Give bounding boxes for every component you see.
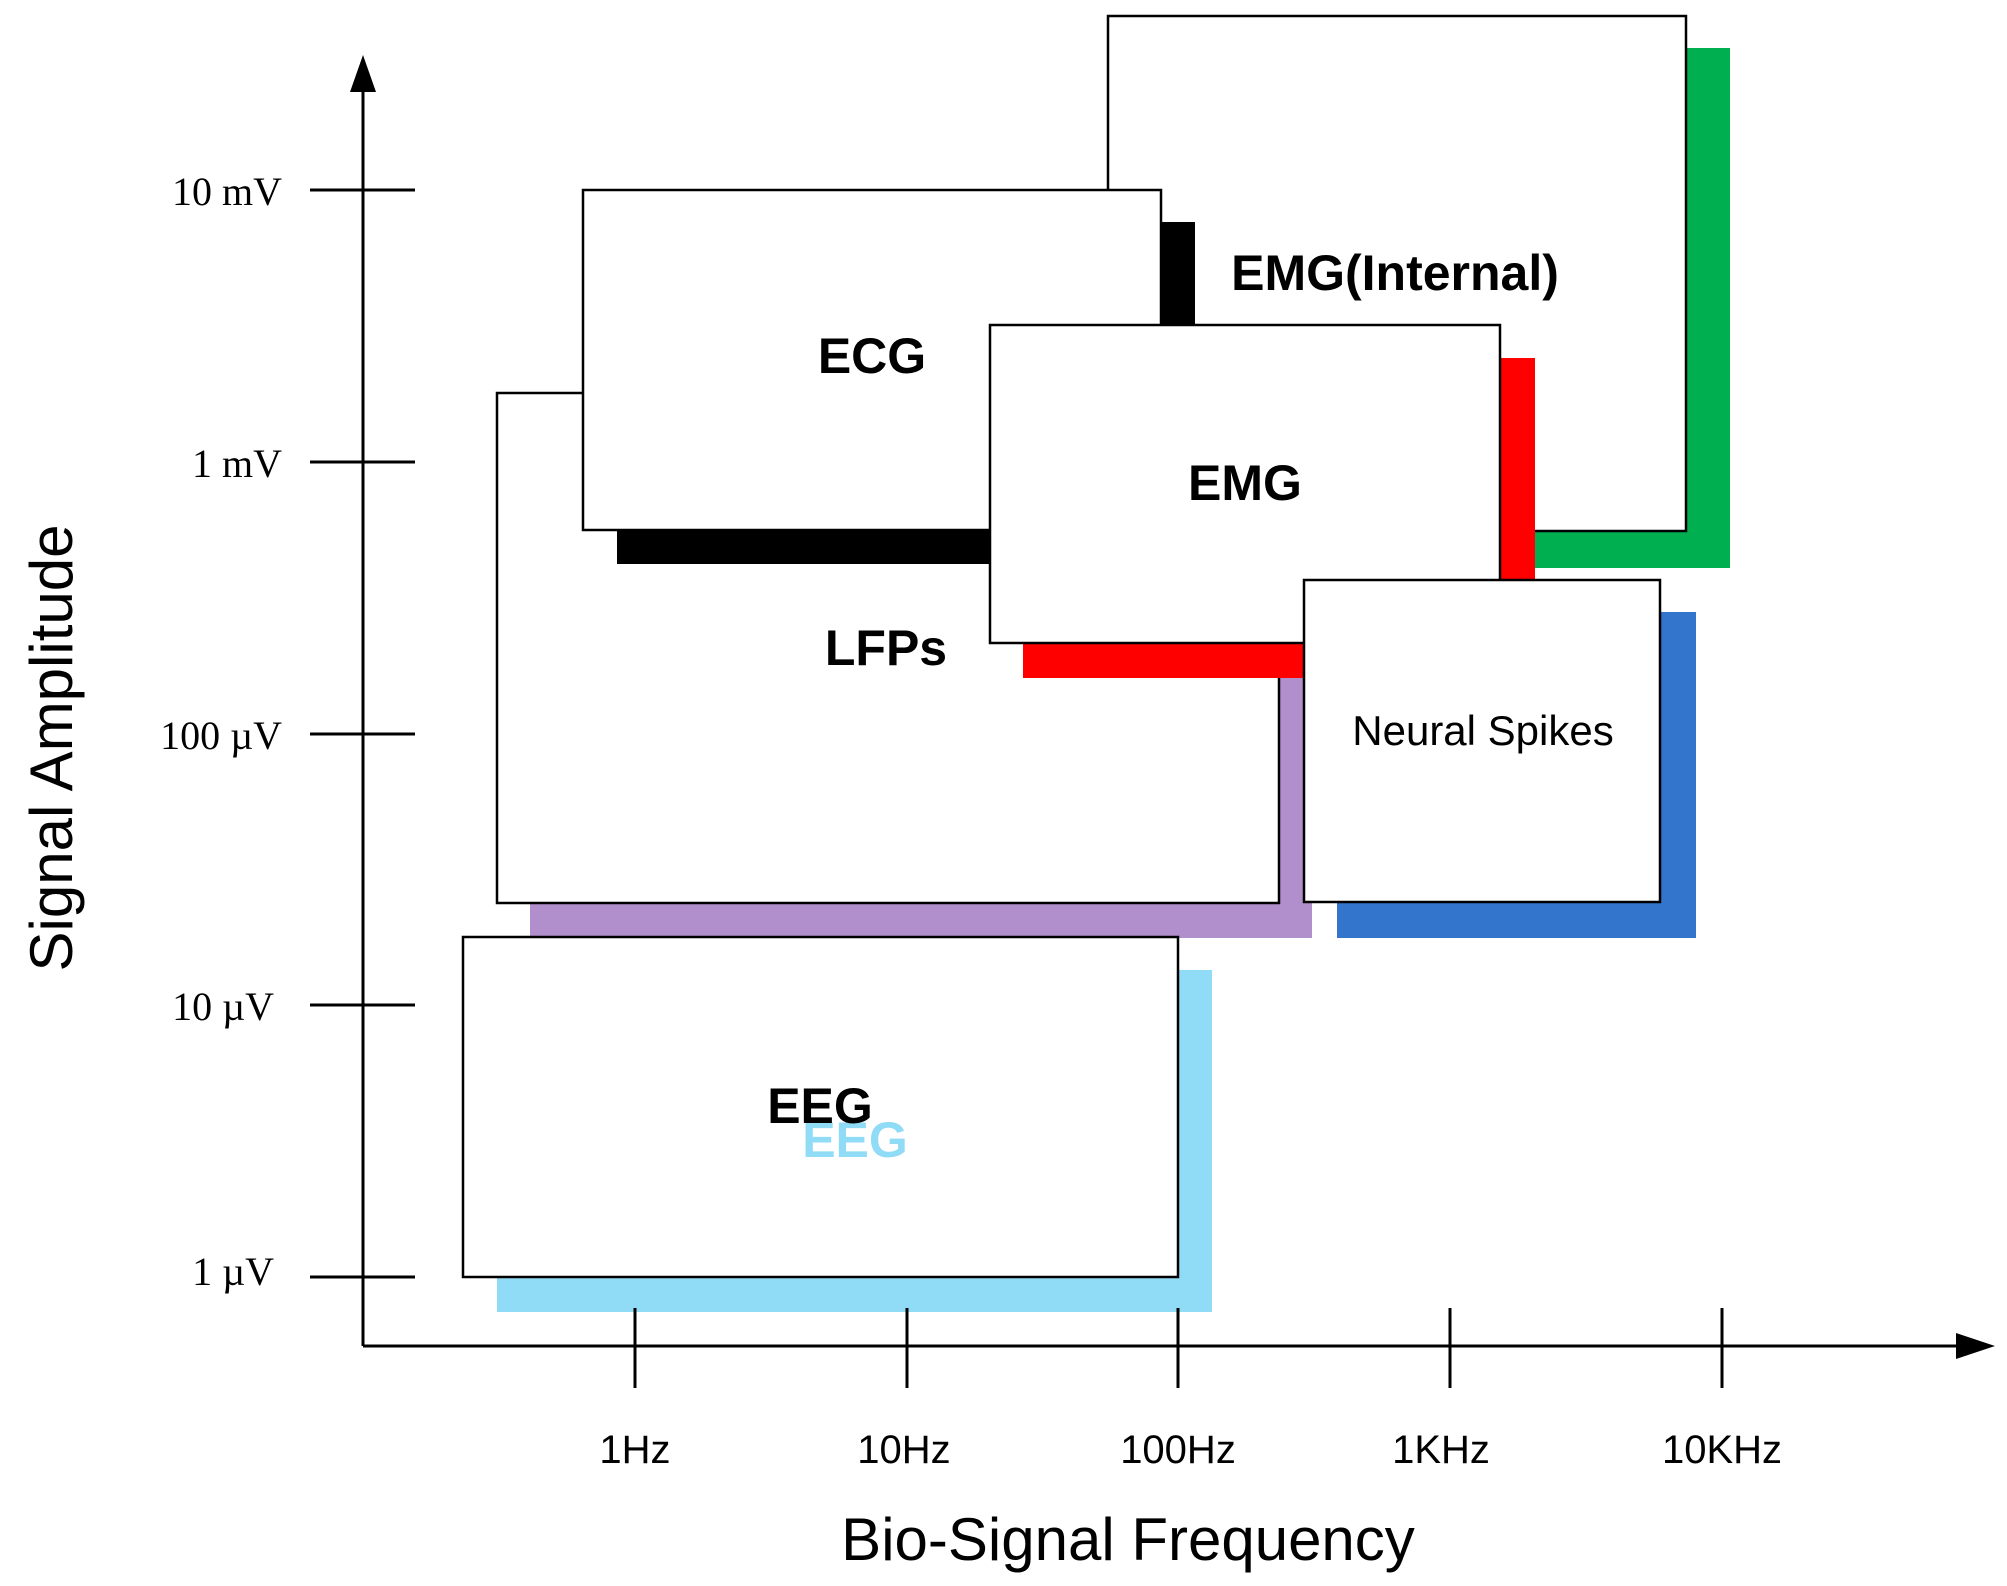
region-neural-spikes: Neural Spikes <box>1302 578 1696 938</box>
region-eeg: EEG EEG <box>461 935 1212 1312</box>
neural-spikes-label: Neural Spikes <box>1352 707 1613 754</box>
eeg-box <box>461 935 1180 1279</box>
eeg-label: EEG <box>767 1078 873 1134</box>
x-axis-arrowhead <box>1956 1333 1995 1359</box>
x-tick-label: 1Hz <box>599 1428 670 1472</box>
x-tick-label: 10KHz <box>1662 1428 1782 1472</box>
eeg-echo-label: EEG <box>802 1112 908 1168</box>
neural-spikes-box <box>1302 578 1662 904</box>
ecg-label: ECG <box>818 328 926 384</box>
x-ticks: 1Hz 10Hz 100Hz 1KHz 10KHz <box>599 1308 1782 1472</box>
y-tick-label: 1 mV <box>192 441 282 486</box>
y-axis-title: Signal Amplitude <box>18 525 85 972</box>
x-tick-label: 10Hz <box>857 1428 950 1472</box>
y-axis <box>350 55 376 1346</box>
y-tick-label: 1 µV <box>192 1249 274 1294</box>
x-axis <box>363 1333 1995 1359</box>
emg-label: EMG <box>1188 455 1302 511</box>
x-tick-label: 100Hz <box>1120 1428 1236 1472</box>
y-axis-arrowhead <box>350 55 376 92</box>
x-axis-title: Bio-Signal Frequency <box>841 1506 1415 1573</box>
lfps-label: LFPs <box>825 620 947 676</box>
x-tick-label: 1KHz <box>1392 1428 1490 1472</box>
y-tick-label: 10 µV <box>172 984 274 1029</box>
y-ticks: 10 mV 1 mV 100 µV 10 µV 1 µV <box>160 169 415 1294</box>
emg-internal-label: EMG(Internal) <box>1231 245 1559 301</box>
y-tick-label: 10 mV <box>172 169 282 214</box>
y-tick-label: 100 µV <box>160 713 282 758</box>
